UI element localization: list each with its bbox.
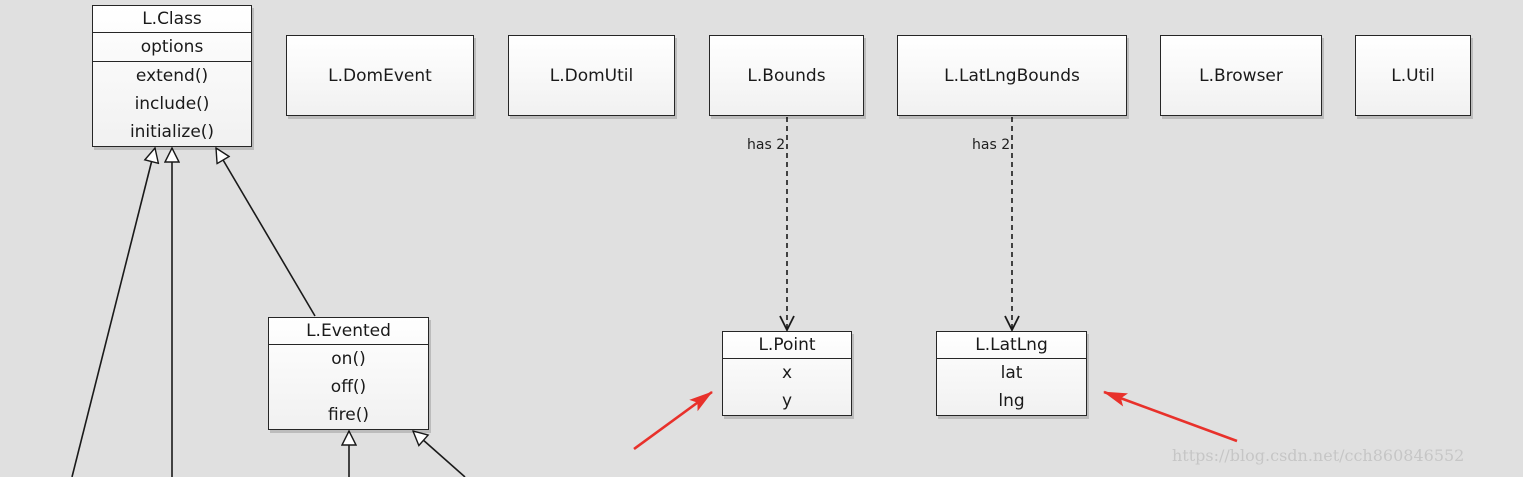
class-box-l-point[interactable]: L.Point x y [722, 331, 852, 416]
class-header: L.Evented [269, 318, 428, 345]
class-header: L.LatLng [937, 332, 1086, 359]
class-box-l-browser[interactable]: L.Browser [1160, 35, 1322, 116]
class-methods: extend() include() initialize() [93, 62, 251, 146]
class-box-l-latlngbounds[interactable]: L.LatLngBounds [897, 35, 1127, 116]
class-attributes: lat lng [937, 359, 1086, 415]
class-name: L.LatLng [975, 335, 1048, 355]
edge-label-bounds-point: has 2 [747, 137, 786, 153]
class-name: L.Evented [306, 321, 391, 341]
class-name: L.LatLngBounds [944, 65, 1080, 86]
class-header: L.Class [93, 6, 251, 33]
class-name: L.DomUtil [549, 65, 634, 86]
class-box-l-domutil[interactable]: L.DomUtil [508, 35, 675, 116]
watermark-text: https://blog.csdn.net/cch860846552 [1172, 446, 1465, 465]
inheritance-edge-4 [413, 431, 466, 477]
attribute-lng: lng [998, 391, 1025, 411]
inheritance-edge-evented [216, 148, 316, 317]
class-attributes: x y [723, 359, 851, 415]
edge-label-latlngbounds-latlng: has 2 [972, 137, 1011, 153]
class-name: L.Browser [1199, 65, 1283, 86]
class-attributes: options [93, 33, 251, 62]
method-fire: fire() [327, 405, 370, 425]
class-name: L.Bounds [747, 65, 826, 86]
method-extend: extend() [135, 66, 209, 86]
attribute-y: y [781, 391, 793, 411]
attribute-lat: lat [1000, 363, 1023, 383]
class-name: L.Util [1391, 65, 1435, 86]
class-name: L.DomEvent [328, 65, 432, 86]
class-box-l-domevent[interactable]: L.DomEvent [286, 35, 474, 116]
method-initialize: initialize() [129, 122, 215, 142]
annotation-arrow-latlng [1103, 390, 1238, 443]
method-off: off() [330, 377, 367, 397]
class-methods: on() off() fire() [269, 345, 428, 429]
attribute-x: x [781, 363, 793, 383]
class-box-l-latlng[interactable]: L.LatLng lat lng [936, 331, 1087, 416]
class-name: L.Class [142, 9, 202, 29]
class-name: L.Point [758, 335, 816, 355]
method-include: include() [134, 94, 210, 114]
class-header: L.Point [723, 332, 851, 359]
class-box-l-bounds[interactable]: L.Bounds [709, 35, 864, 116]
attribute-options: options [140, 37, 204, 57]
inheritance-edge-1 [71, 148, 155, 477]
annotation-arrow-point [633, 390, 713, 451]
method-on: on() [331, 349, 366, 369]
class-box-l-util[interactable]: L.Util [1355, 35, 1471, 116]
class-box-l-class[interactable]: L.Class options extend() include() initi… [92, 5, 252, 147]
class-box-l-evented[interactable]: L.Evented on() off() fire() [268, 317, 429, 430]
